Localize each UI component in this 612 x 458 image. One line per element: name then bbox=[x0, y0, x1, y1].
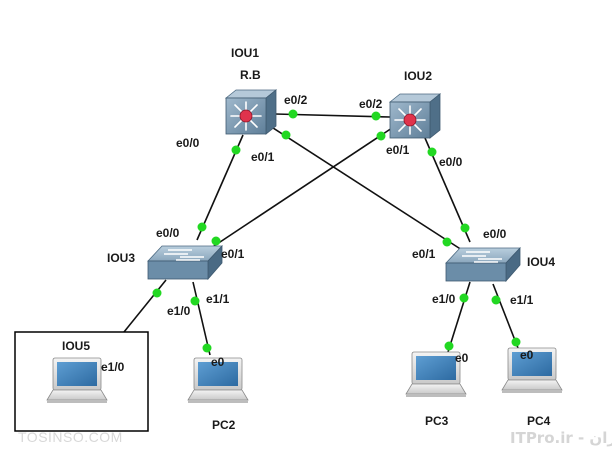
port-label-iou4-e1-0: e1/0 bbox=[432, 292, 456, 306]
port-dot bbox=[371, 111, 381, 121]
link-iou2-iou3[interactable] bbox=[207, 127, 393, 251]
port-dot bbox=[231, 145, 241, 155]
iou3-label: IOU3 bbox=[107, 251, 135, 265]
iou4-label: IOU4 bbox=[527, 255, 555, 269]
port-label-iou4-e0-0: e0/0 bbox=[483, 227, 507, 241]
port-label-pc3-e0: e0 bbox=[455, 351, 469, 365]
iou5-label: IOU5 bbox=[62, 339, 90, 353]
port-label-iou2-e0-1: e0/1 bbox=[386, 143, 410, 157]
pc-iou5[interactable] bbox=[46, 357, 108, 403]
port-dot bbox=[376, 131, 386, 141]
port-dots bbox=[152, 109, 521, 353]
port-dot bbox=[460, 223, 470, 233]
laptop-screen-icon bbox=[57, 362, 97, 386]
port-label-pc4-e0: e0 bbox=[520, 348, 534, 362]
port-dot bbox=[427, 147, 437, 157]
port-dot bbox=[442, 237, 452, 247]
iou5-frame bbox=[14, 331, 149, 432]
port-label-iou1-e0-1: e0/1 bbox=[251, 150, 275, 164]
router-iou2[interactable] bbox=[388, 93, 442, 139]
pc-pc3[interactable] bbox=[405, 351, 467, 397]
laptop-screen-icon bbox=[198, 362, 238, 386]
port-label-pc2-e0: e0 bbox=[211, 355, 225, 369]
switch-iou3[interactable] bbox=[147, 244, 223, 281]
pc3-label: PC3 bbox=[425, 414, 449, 428]
switch-arrows-icon bbox=[462, 251, 502, 263]
laptop-screen-icon bbox=[416, 356, 456, 380]
port-label-iou3-e0-1: e0/1 bbox=[221, 247, 245, 261]
router-iou1[interactable] bbox=[224, 89, 278, 135]
port-dot bbox=[281, 130, 291, 140]
switch-arrows-icon bbox=[164, 249, 204, 261]
port-label-iou4-e0-1: e0/1 bbox=[412, 247, 436, 261]
watermark-right: وب سایت تخصصی فناوری اطلاعات ایران - ITP… bbox=[510, 429, 612, 447]
port-label-iou5-e1-0: e1/0 bbox=[101, 360, 125, 374]
port-dot bbox=[152, 288, 162, 298]
port-label-iou2-e0-0: e0/0 bbox=[439, 155, 463, 169]
pc-pc2[interactable] bbox=[187, 357, 249, 403]
port-dot bbox=[491, 295, 501, 305]
port-dot bbox=[202, 343, 212, 353]
port-label-iou3-e1-1: e1/1 bbox=[206, 292, 230, 306]
iou2-label: IOU2 bbox=[404, 69, 432, 83]
port-dot bbox=[211, 236, 221, 246]
links bbox=[123, 113, 519, 356]
port-dot bbox=[511, 337, 521, 347]
iou1-label: IOU1 bbox=[231, 46, 259, 60]
port-label-iou3-e0-0: e0/0 bbox=[156, 226, 180, 240]
pc4-label: PC4 bbox=[527, 414, 551, 428]
port-label-iou3-e1-0: e1/0 bbox=[167, 304, 191, 318]
link-iou3-iou5[interactable] bbox=[123, 279, 167, 333]
port-dot bbox=[459, 293, 469, 303]
watermark-left: TOSINSO.COM bbox=[18, 429, 123, 445]
port-dot bbox=[197, 222, 207, 232]
port-label-iou2-e0-2: e0/2 bbox=[359, 97, 383, 111]
iou1-note: R.B bbox=[240, 68, 261, 82]
pc2-label: PC2 bbox=[212, 418, 236, 432]
port-label-iou4-e1-1: e1/1 bbox=[510, 293, 534, 307]
link-iou3-pc2[interactable] bbox=[192, 281, 211, 356]
port-label-iou1-e0-2: e0/2 bbox=[284, 93, 308, 107]
link-iou4-pc3[interactable] bbox=[447, 281, 471, 353]
router-center-icon bbox=[239, 109, 253, 123]
port-label-iou1-e0-0: e0/0 bbox=[176, 136, 200, 150]
port-dot bbox=[190, 296, 200, 306]
router-center-icon bbox=[403, 113, 417, 127]
laptop-screen-icon bbox=[512, 352, 552, 376]
switch-iou4[interactable] bbox=[445, 246, 521, 283]
pc-pc4[interactable] bbox=[501, 347, 563, 393]
port-dot bbox=[444, 341, 454, 351]
port-dot bbox=[288, 109, 298, 119]
link-iou1-iou4[interactable] bbox=[269, 125, 463, 251]
link-iou4-pc4[interactable] bbox=[492, 283, 519, 349]
